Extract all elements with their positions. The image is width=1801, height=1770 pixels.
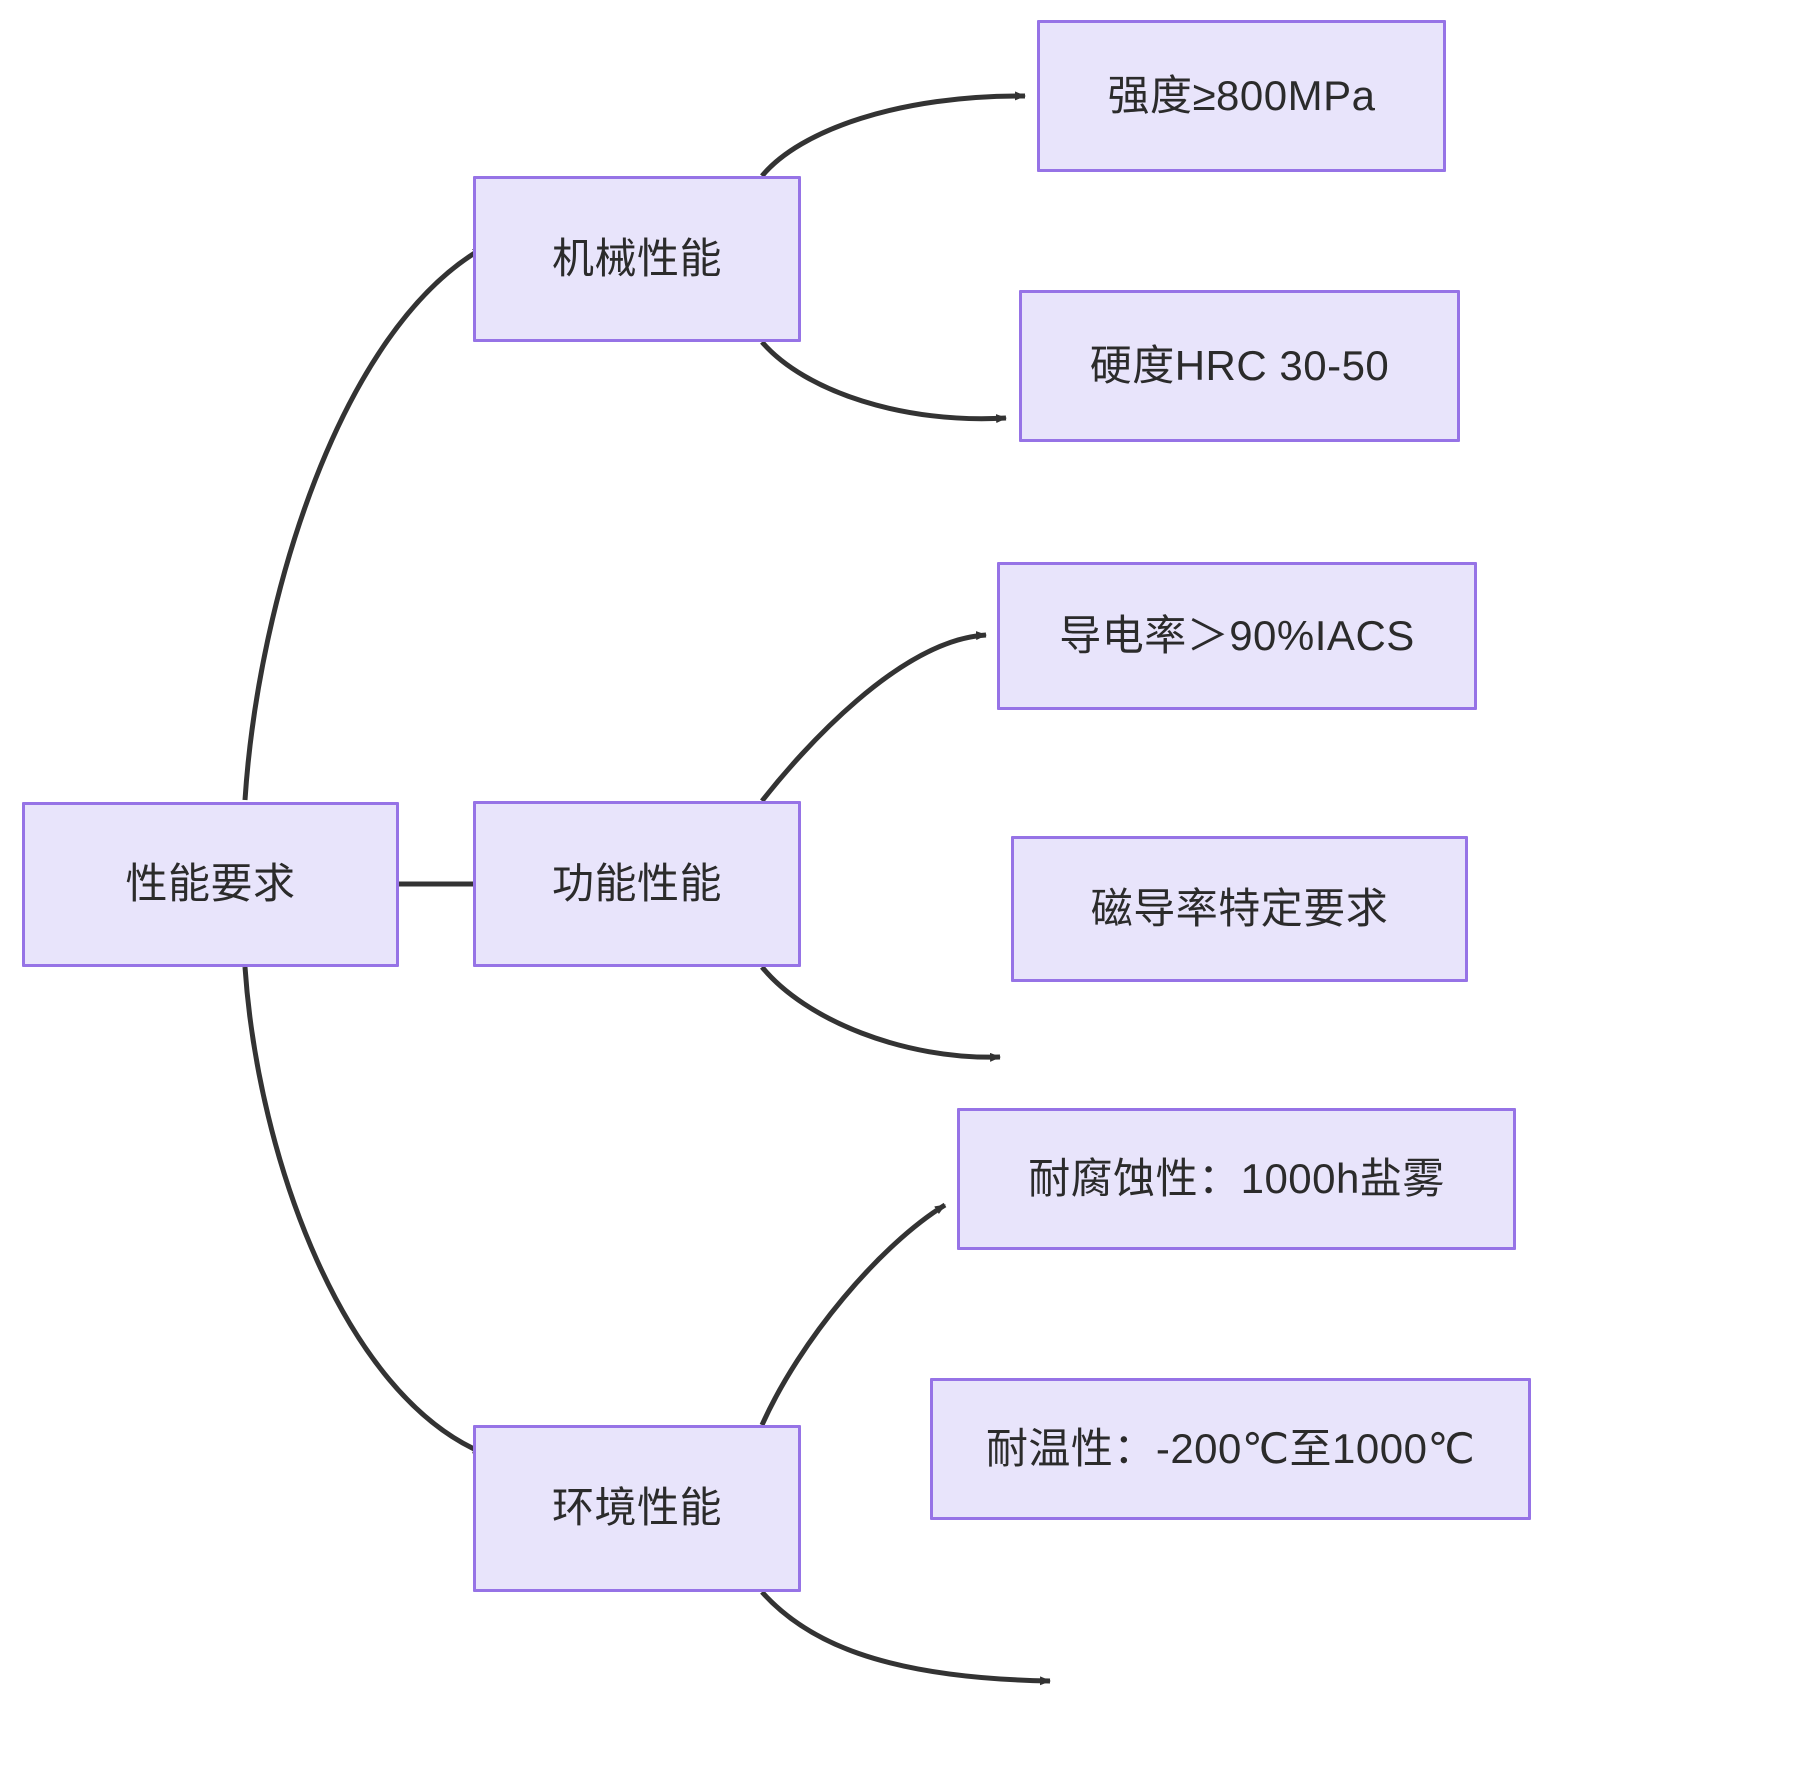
edge-functional-to-conductivity: [760, 631, 987, 803]
node-environmental[interactable]: 环境性能: [473, 1425, 801, 1592]
node-temperature[interactable]: 耐温性：-200℃至1000℃: [930, 1378, 1531, 1520]
edge-mechanical-to-strength: [760, 91, 1026, 178]
node-root-label: 性能要求: [125, 860, 296, 908]
node-functional-label: 功能性能: [551, 859, 722, 907]
node-hardness-label: 硬度HRC 30-50: [1089, 341, 1390, 389]
node-conductivity-label: 导电率＞90%IACS: [1059, 611, 1415, 659]
edge-environmental-to-temperature: [760, 1590, 1051, 1686]
edge-root-to-environmental: [242, 966, 484, 1456]
node-mechanical-label: 机械性能: [551, 234, 722, 282]
node-environmental-label: 环境性能: [551, 1484, 722, 1532]
node-hardness[interactable]: 硬度HRC 30-50: [1019, 290, 1460, 442]
node-permeability-label: 磁导率特定要求: [1090, 884, 1389, 932]
node-strength[interactable]: 强度≥800MPa: [1037, 20, 1446, 172]
edge-mechanical-to-hardness: [760, 340, 1007, 424]
node-mechanical[interactable]: 机械性能: [473, 176, 801, 342]
edge-root-to-mechanical: [242, 245, 485, 801]
node-conductivity[interactable]: 导电率＞90%IACS: [997, 562, 1477, 710]
node-root[interactable]: 性能要求: [22, 802, 399, 967]
edge-environmental-to-corrosion: [759, 1202, 947, 1427]
node-functional[interactable]: 功能性能: [473, 801, 801, 967]
node-corrosion-label: 耐腐蚀性：1000h盐雾: [1028, 1154, 1445, 1202]
node-corrosion[interactable]: 耐腐蚀性：1000h盐雾: [957, 1108, 1516, 1250]
edge-functional-to-permeability: [760, 965, 1001, 1062]
node-strength-label: 强度≥800MPa: [1107, 71, 1376, 119]
node-permeability[interactable]: 磁导率特定要求: [1011, 836, 1468, 982]
node-temperature-label: 耐温性：-200℃至1000℃: [985, 1424, 1476, 1472]
